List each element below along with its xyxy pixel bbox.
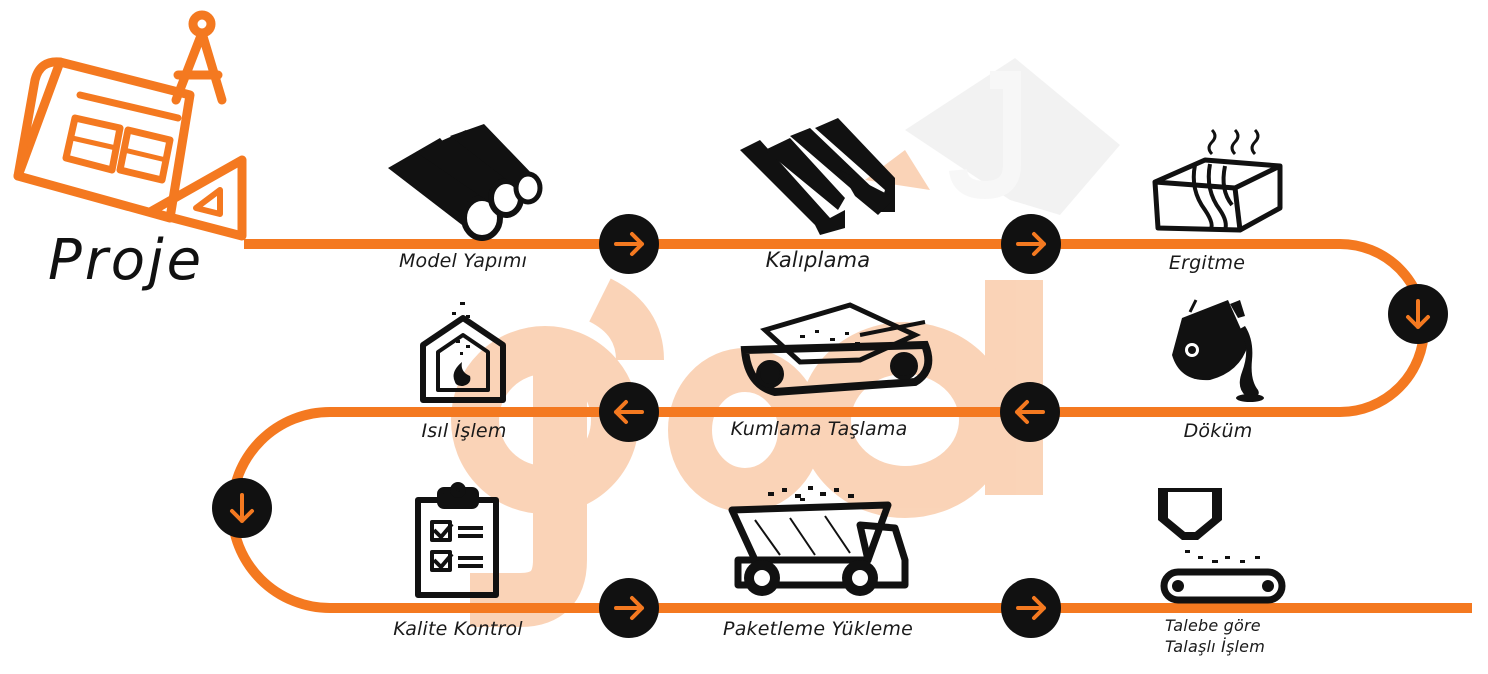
step-label-talasli-line2: Talaşlı İşlem	[1165, 637, 1265, 656]
checklist-icon	[415, 482, 499, 598]
arrow-down-icon	[212, 478, 272, 538]
arrow-right-icon	[599, 214, 659, 274]
arrow-left-icon	[1000, 382, 1060, 442]
molten-block-icon	[1152, 128, 1283, 233]
arrow-right-icon	[1001, 214, 1061, 274]
arrow-right-icon	[599, 578, 659, 638]
step-label-kaliplama: Kalıplama	[765, 248, 871, 272]
flow-path	[227, 239, 1472, 613]
steel-beams-icon	[740, 118, 895, 235]
dump-truck-icon	[728, 486, 909, 596]
step-label-ergitme: Ergitme	[1168, 252, 1246, 274]
step-label-talasli-line1: Talebe göre	[1165, 616, 1261, 635]
arrow-right-icon	[1001, 578, 1061, 638]
step-label-paketleme-yukleme: Paketleme Yükleme	[723, 618, 913, 640]
arrow-down-icon	[1388, 284, 1448, 344]
step-label-kumlama-taslama: Kumlama Taşlama	[730, 418, 908, 440]
blueprint-compass-icon	[13, 10, 247, 241]
step-label-isil-islem: Isıl İşlem	[421, 420, 507, 442]
furnace-icon	[420, 302, 506, 403]
step-label-model-yapimi: Model Yapımı	[398, 250, 528, 272]
step-label-dokum: Döküm	[1183, 420, 1253, 442]
page-title: Proje	[48, 228, 205, 293]
arrows-layer	[212, 214, 1448, 638]
step-label-talasli-islem: Talebe göre Talaşlı İşlem	[1165, 615, 1265, 657]
arrow-left-icon	[599, 382, 659, 442]
pipes-icon	[388, 124, 543, 241]
hopper-conveyor-icon	[1158, 488, 1286, 604]
step-label-kalite-kontrol: Kalite Kontrol	[393, 618, 523, 640]
sandblast-conveyor-icon	[740, 302, 933, 397]
ladle-pouring-icon	[1172, 299, 1264, 402]
